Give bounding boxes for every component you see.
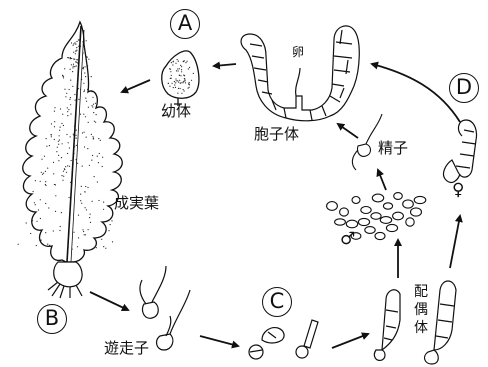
female-gametophyte-drawing: [444, 120, 477, 182]
frond-drawing: [23, 22, 123, 262]
stage-label-b: B: [37, 304, 67, 334]
label-egg: 卵: [292, 46, 304, 58]
arrow-zoospore-to-spores: [200, 336, 238, 346]
label-gametophyte: 配偶体: [413, 283, 429, 337]
holdfast-drawing: [48, 262, 82, 298]
arrow-male-to-sperm: [378, 170, 386, 190]
label-sporophyte: 胞子体: [254, 127, 299, 142]
arrow-female-to-sporophyte: [372, 64, 460, 122]
label-sperm: 精子: [378, 141, 408, 156]
label-juvenile: 幼体: [161, 104, 191, 119]
stage-label-c: C: [262, 287, 292, 317]
juvenile-drawing: [162, 51, 199, 106]
stage-label-a: A: [170, 9, 200, 39]
young-sporophyte-drawing: [241, 26, 359, 121]
zoospore-drawing: [140, 266, 190, 350]
label-male: ♂: [340, 231, 355, 248]
stage-label-d: D: [449, 73, 479, 103]
germinating-spores-drawing: [249, 320, 318, 359]
arrow-sporophyte-to-juvenile: [214, 64, 236, 66]
arrow-spores-to-gametophyte: [332, 334, 368, 348]
label-fertile-leaf: 成実葉: [114, 196, 159, 211]
label-female: ♀: [452, 182, 464, 199]
arrow-gametophyte-to-female: [450, 216, 460, 268]
label-zoospore: 遊走子: [104, 341, 149, 356]
arrow-frond-to-zoospore: [90, 292, 128, 310]
arrow-juvenile-to-frond: [122, 80, 150, 92]
arrow-sperm-to-sporophyte: [338, 124, 358, 138]
